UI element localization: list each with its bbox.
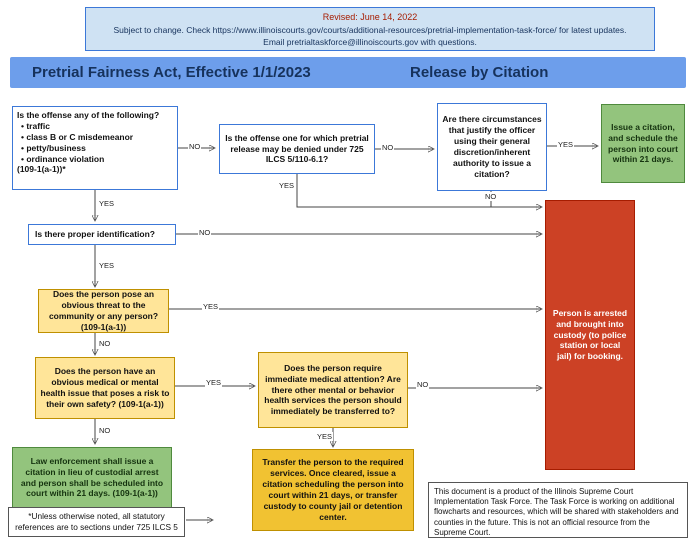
page-subtitle: Release by Citation — [410, 64, 549, 81]
node-medical-attention-check: Does the person require immediate medica… — [258, 352, 408, 428]
page-title: Pretrial Fairness Act, Effective 1/1/202… — [32, 64, 311, 81]
disclaimer-note: This document is a product of the Illino… — [428, 482, 688, 538]
arrow-denial-to-arrest — [296, 174, 541, 207]
edge-label-threat-no: NO — [98, 339, 112, 348]
offense-bullet-petty: petty/business — [17, 143, 173, 154]
contact-email-note: Email pretrialtaskforce@illinoiscourts.g… — [263, 37, 477, 47]
edge-label-attention-yes: YES — [316, 432, 334, 441]
edge-label-id-yes: YES — [98, 261, 116, 270]
edge-label-threat-yes: YES — [202, 302, 220, 311]
node-offense-type: Is the offense any of the following? tra… — [12, 106, 178, 190]
edge-label-id-no: NO — [198, 228, 212, 237]
edge-label-attention-no: NO — [416, 380, 430, 389]
node-medical-issue-check: Does the person have an obvious medical … — [35, 357, 175, 419]
title-bar: Pretrial Fairness Act, Effective 1/1/202… — [10, 57, 686, 88]
edge-label-discretion-no: NO — [484, 192, 498, 201]
subject-to-change-note: Subject to change. Check https://www.ill… — [113, 24, 627, 35]
edge-label-discretion-yes: YES — [557, 140, 575, 149]
footnote-statutory-references: *Unless otherwise noted, all statutory r… — [8, 507, 185, 537]
offense-bullet-traffic: traffic — [17, 121, 173, 132]
node-discretion-check: Are there circumstances that justify the… — [437, 103, 547, 191]
edge-label-medical-no: NO — [98, 426, 112, 435]
node-identification-check: Is there proper identification? — [28, 224, 176, 245]
node-citation-in-lieu: Law enforcement shall issue a citation i… — [12, 447, 172, 508]
edge-label-denial-yes: YES — [278, 181, 296, 190]
node-threat-check: Does the person pose an obvious threat t… — [38, 289, 169, 333]
offense-bullet-misdemeanor: class B or C misdemeanor — [17, 132, 173, 143]
edge-label-offense-yes: YES — [98, 199, 116, 208]
edge-label-denial-no: NO — [381, 143, 395, 152]
edge-label-offense-no: NO — [188, 142, 202, 151]
node-issue-citation: Issue a citation, and schedule the perso… — [601, 104, 685, 183]
revision-banner: Revised: June 14, 2022 Subject to change… — [85, 7, 655, 51]
offense-citation-ref: (109-1(a-1))* — [17, 164, 66, 175]
offense-bullet-ordinance: ordinance violation — [17, 154, 173, 165]
edge-label-medical-yes: YES — [205, 378, 223, 387]
revised-date: Revised: June 14, 2022 — [322, 12, 418, 22]
node-arrest-outcome: Person is arrested and brought into cust… — [545, 200, 635, 470]
node-transfer-services: Transfer the person to the required serv… — [252, 449, 414, 531]
node-denial-check: Is the offense one for which pretrial re… — [219, 124, 375, 174]
offense-question: Is the offense any of the following? — [17, 110, 160, 120]
